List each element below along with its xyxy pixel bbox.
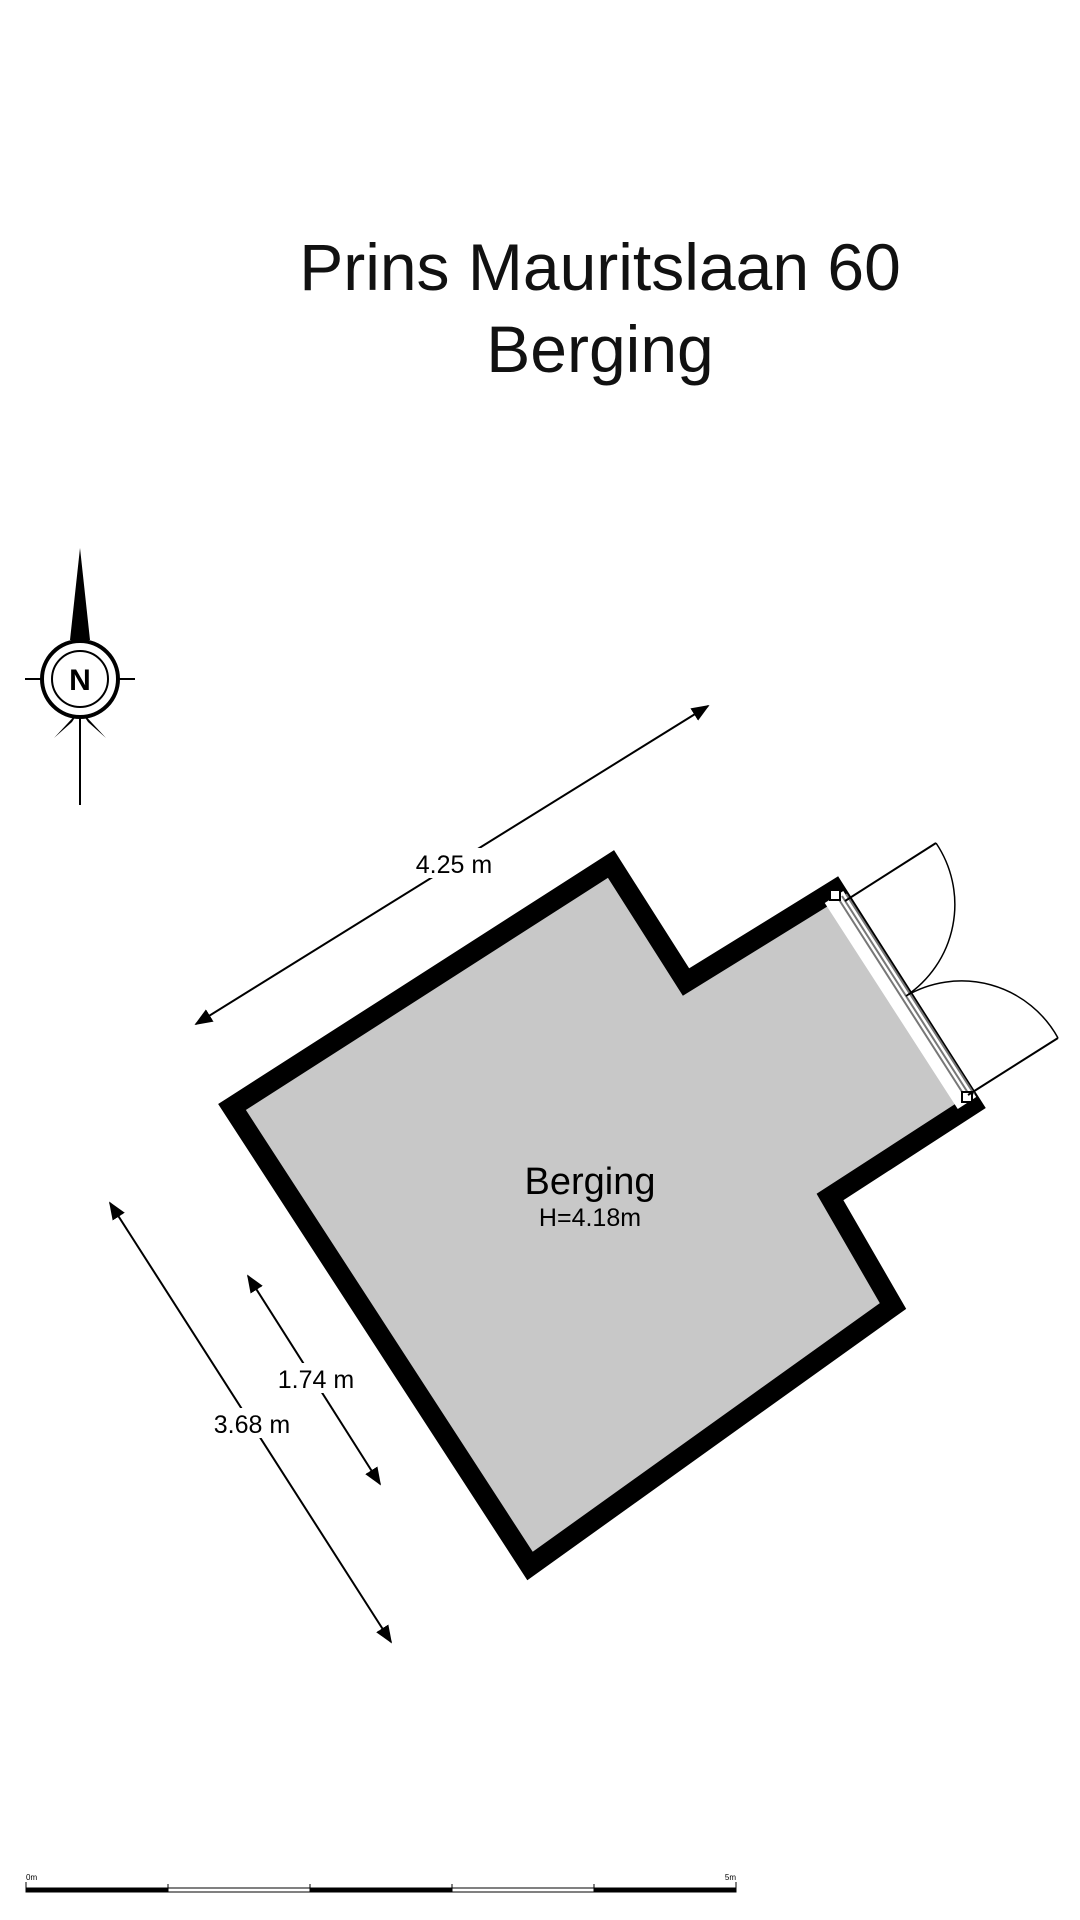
scale-end-label: 5m xyxy=(725,1873,736,1882)
dimension-label-left-inner: 1.74 m xyxy=(278,1366,354,1394)
address-title: Prins Mauritslaan 60 xyxy=(299,230,901,304)
floor-title: Berging xyxy=(486,312,714,386)
room-name-label: Berging xyxy=(525,1161,656,1203)
compass-icon: N xyxy=(25,548,135,805)
scale-start-label: 0m xyxy=(26,1873,37,1882)
dimension-label-left-outer: 3.68 m xyxy=(214,1411,290,1439)
double-door xyxy=(824,842,1059,1109)
north-needle-icon xyxy=(70,548,90,640)
room-height-label: H=4.18m xyxy=(539,1204,641,1232)
scale-bar: 0m 5m xyxy=(25,1873,737,1893)
dimension-label-top: 4.25 m xyxy=(416,851,492,879)
title-block: Prins Mauritslaan 60 Berging xyxy=(0,226,1080,390)
compass-north-label: N xyxy=(69,664,91,697)
